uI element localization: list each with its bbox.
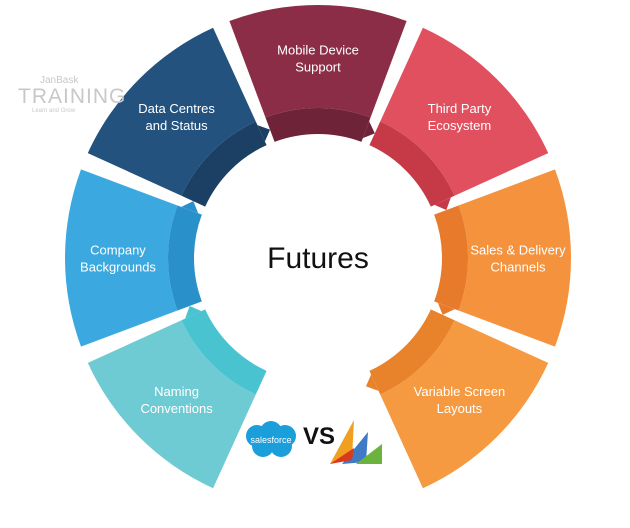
segment-outer xyxy=(229,4,407,118)
segment-outer xyxy=(87,320,256,489)
segment-inner-band xyxy=(434,205,468,311)
watermark-top: JanBask xyxy=(40,75,79,86)
segment-label: Sales & Delivery xyxy=(470,243,566,258)
segment-label: Third Party xyxy=(428,101,492,116)
segment-outer xyxy=(458,169,571,347)
segment-label: Support xyxy=(295,60,341,75)
segment-label: Variable Screen xyxy=(414,384,506,399)
segment-outer xyxy=(380,27,549,196)
center-label: Futures xyxy=(267,242,369,275)
svg-text:salesforce: salesforce xyxy=(250,435,291,445)
arrow-pointer-icon xyxy=(362,121,375,139)
segment-label: Data Centres xyxy=(138,101,215,116)
segment-outer xyxy=(87,27,256,196)
watermark-main: TRAINING xyxy=(18,85,127,108)
segment-label: Backgrounds xyxy=(80,260,156,275)
segment-data-centres-and-status: Data Centres and Status xyxy=(87,27,271,207)
segment-label: Conventions xyxy=(140,401,213,416)
arrow-pointer-icon xyxy=(257,125,271,142)
segment-label: Mobile Device xyxy=(277,43,359,58)
dynamics-logo xyxy=(330,420,382,464)
watermark-tagline: Learn and Grow xyxy=(32,108,76,114)
arrow-pointer-icon xyxy=(365,374,379,391)
segment-label: and Status xyxy=(146,118,209,133)
segment-inner-band xyxy=(168,205,202,311)
vs-text: VS xyxy=(303,423,336,450)
arrow-pointer-icon xyxy=(181,201,199,214)
salesforce-logo: salesforce xyxy=(246,421,296,457)
segment-label: Naming xyxy=(154,384,199,399)
segment-inner-band xyxy=(181,309,267,395)
segment-label: Company xyxy=(90,243,146,258)
segment-label: Layouts xyxy=(437,401,483,416)
segment-inner-band xyxy=(369,309,455,395)
arrow-pointer-icon xyxy=(434,197,451,211)
segment-outer xyxy=(380,320,549,489)
arrow-pointer-icon xyxy=(437,302,455,315)
arrow-pointer-icon xyxy=(185,305,202,319)
janbask-watermark: JanBask TRAINING Learn and Grow xyxy=(18,75,127,115)
segment-label: Channels xyxy=(491,260,546,275)
segment-inner-band xyxy=(369,121,455,207)
segment-label: Ecosystem xyxy=(428,118,492,133)
segment-inner-band xyxy=(181,121,267,207)
segment-inner-band xyxy=(265,108,371,142)
segment-outer xyxy=(64,169,178,347)
